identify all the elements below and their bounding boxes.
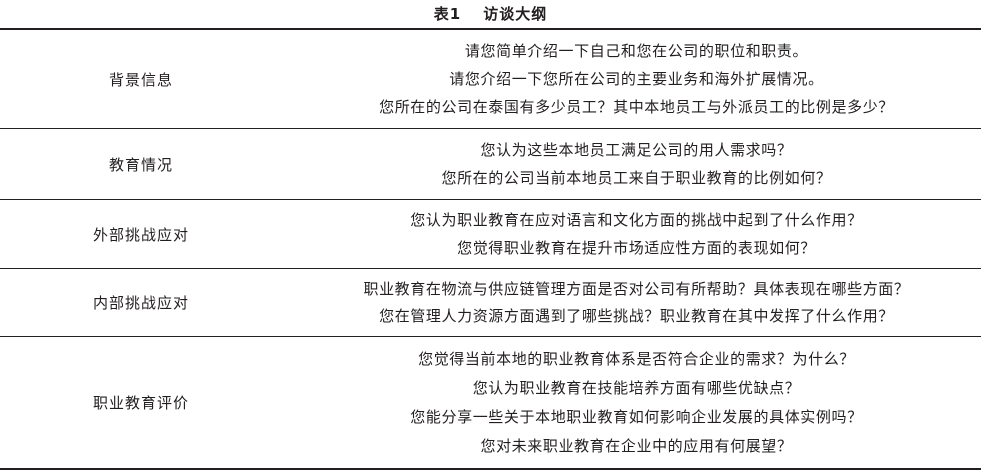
question-line: 职业教育在物流与供应链管理方面是否对公司有所帮助？具体表现在哪些方面？ [363, 280, 910, 298]
question-line: 您在管理人力资源方面遇到了哪些挑战？职业教育在其中发挥了什么作用？ [379, 307, 894, 325]
table-row-evaluation: 职业教育评价 您觉得当前本地的职业教育体系是否符合企业的需求？为什么？ 您认为职… [0, 336, 981, 468]
question-line: 请您介绍一下您所在公司的主要业务和海外扩展情况。 [449, 70, 824, 88]
question-line: 您认为职业教育在技能培养方面有哪些优缺点？ [472, 379, 801, 397]
question-line: 您能分享一些关于本地职业教育如何影响企业发展的具体实例吗？ [410, 408, 863, 426]
question-line: 您认为这些本地员工满足公司的用人需求吗？ [480, 141, 793, 159]
question-line: 您所在的公司当前本地员工来自于职业教育的比例如何？ [441, 169, 832, 187]
category-cell: 职业教育评价 [92, 394, 189, 412]
table-number: 表1 [433, 5, 462, 23]
question-line: 您认为职业教育在应对语言和文化方面的挑战中起到了什么作用？ [410, 211, 863, 230]
table-row-education: 教育情况 您认为这些本地员工满足公司的用人需求吗？ 您所在的公司当前本地员工来自… [0, 128, 981, 199]
table-row-internal-challenges: 内部挑战应对 职业教育在物流与供应链管理方面是否对公司有所帮助？具体表现在哪些方… [0, 268, 981, 336]
table-row-background: 背景信息 请您简单介绍一下自己和您在公司的职位和职责。 请您介绍一下您所在公司的… [0, 30, 981, 128]
questions-cell: 您觉得当前本地的职业教育体系是否符合企业的需求？为什么？ 您认为职业教育在技能培… [282, 337, 981, 468]
questions-cell: 您认为职业教育在应对语言和文化方面的挑战中起到了什么作用？ 您觉得职业教育在提升… [282, 200, 981, 268]
question-line: 您对未来职业教育在企业中的应用有何展望？ [480, 437, 793, 455]
category-cell: 背景信息 [108, 70, 173, 89]
category-cell: 教育情况 [108, 155, 173, 174]
category-cell: 外部挑战应对 [92, 225, 189, 244]
table-caption: 表1 访谈大纲 [0, 3, 981, 25]
question-line: 您觉得职业教育在提升市场适应性方面的表现如何？ [457, 238, 816, 257]
table-row-external-challenges: 外部挑战应对 您认为职业教育在应对语言和文化方面的挑战中起到了什么作用？ 您觉得… [0, 199, 981, 268]
interview-outline-table: 背景信息 请您简单介绍一下自己和您在公司的职位和职责。 请您介绍一下您所在公司的… [0, 28, 981, 470]
question-line: 请您简单介绍一下自己和您在公司的职位和职责。 [464, 42, 809, 60]
questions-cell: 职业教育在物流与供应链管理方面是否对公司有所帮助？具体表现在哪些方面？ 您在管理… [282, 269, 981, 336]
question-line: 您所在的公司在泰国有多少员工？其中本地员工与外派员工的比例是多少？ [379, 98, 894, 116]
questions-cell: 请您简单介绍一下自己和您在公司的职位和职责。 请您介绍一下您所在公司的主要业务和… [282, 30, 981, 128]
questions-cell: 您认为这些本地员工满足公司的用人需求吗？ 您所在的公司当前本地员工来自于职业教育… [282, 129, 981, 199]
table-title: 访谈大纲 [483, 5, 548, 23]
category-cell: 内部挑战应对 [92, 294, 189, 312]
question-line: 您觉得当前本地的职业教育体系是否符合企业的需求？为什么？ [418, 350, 855, 368]
